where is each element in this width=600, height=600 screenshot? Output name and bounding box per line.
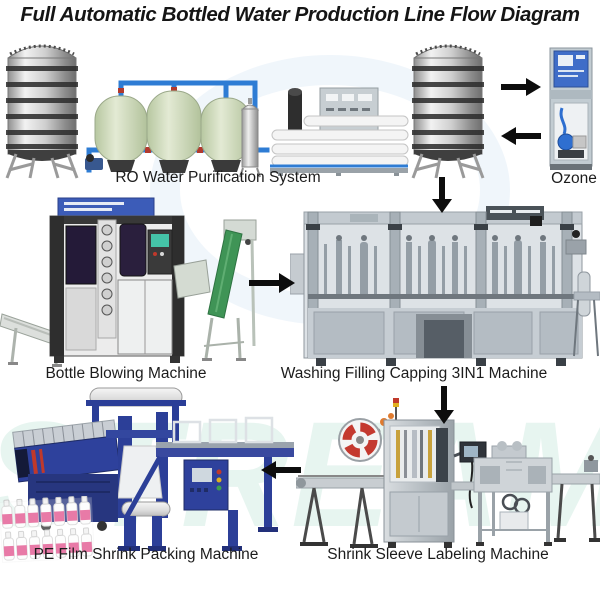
ro-membrane-unit-illustration xyxy=(270,87,409,176)
ss-filter-column-illustration xyxy=(239,98,261,178)
filling-machine-illustration xyxy=(290,206,600,366)
page-title: Full Automatic Bottled Water Production … xyxy=(20,3,580,26)
arrow-ozone-to-tank xyxy=(501,127,541,145)
arrow-blowing-to-filling xyxy=(249,273,295,293)
labeling-machine-illustration xyxy=(296,398,600,548)
packing-machine-label: PE Film Shrink Packing Machine xyxy=(33,546,259,563)
ro-system-label: RO Water Purification System xyxy=(115,169,321,186)
labeling-machine-label: Shrink Sleeve Labeling Machine xyxy=(327,546,549,563)
raw-water-tank-illustration xyxy=(5,44,79,179)
arrow-filling-to-labeling xyxy=(434,386,454,424)
shrink-packing-machine-illustration xyxy=(12,387,294,551)
bottle-blowing-machine-illustration xyxy=(0,197,257,367)
arrow-tank-to-filling xyxy=(432,177,452,213)
filling-machine-label: Washing Filling Capping 3IN1 Machine xyxy=(280,365,548,382)
bottle-blowing-label: Bottle Blowing Machine xyxy=(45,365,207,382)
arrow-tank-to-ozone xyxy=(501,78,541,96)
ozone-generator-illustration xyxy=(549,47,593,170)
bottle-pack-illustration xyxy=(0,496,95,563)
ro-filter-tanks-illustration xyxy=(85,80,270,173)
arrow-labeling-to-packing xyxy=(261,461,301,479)
treated-water-tank-illustration xyxy=(411,44,485,179)
ozone-label: Ozone xyxy=(551,170,597,187)
